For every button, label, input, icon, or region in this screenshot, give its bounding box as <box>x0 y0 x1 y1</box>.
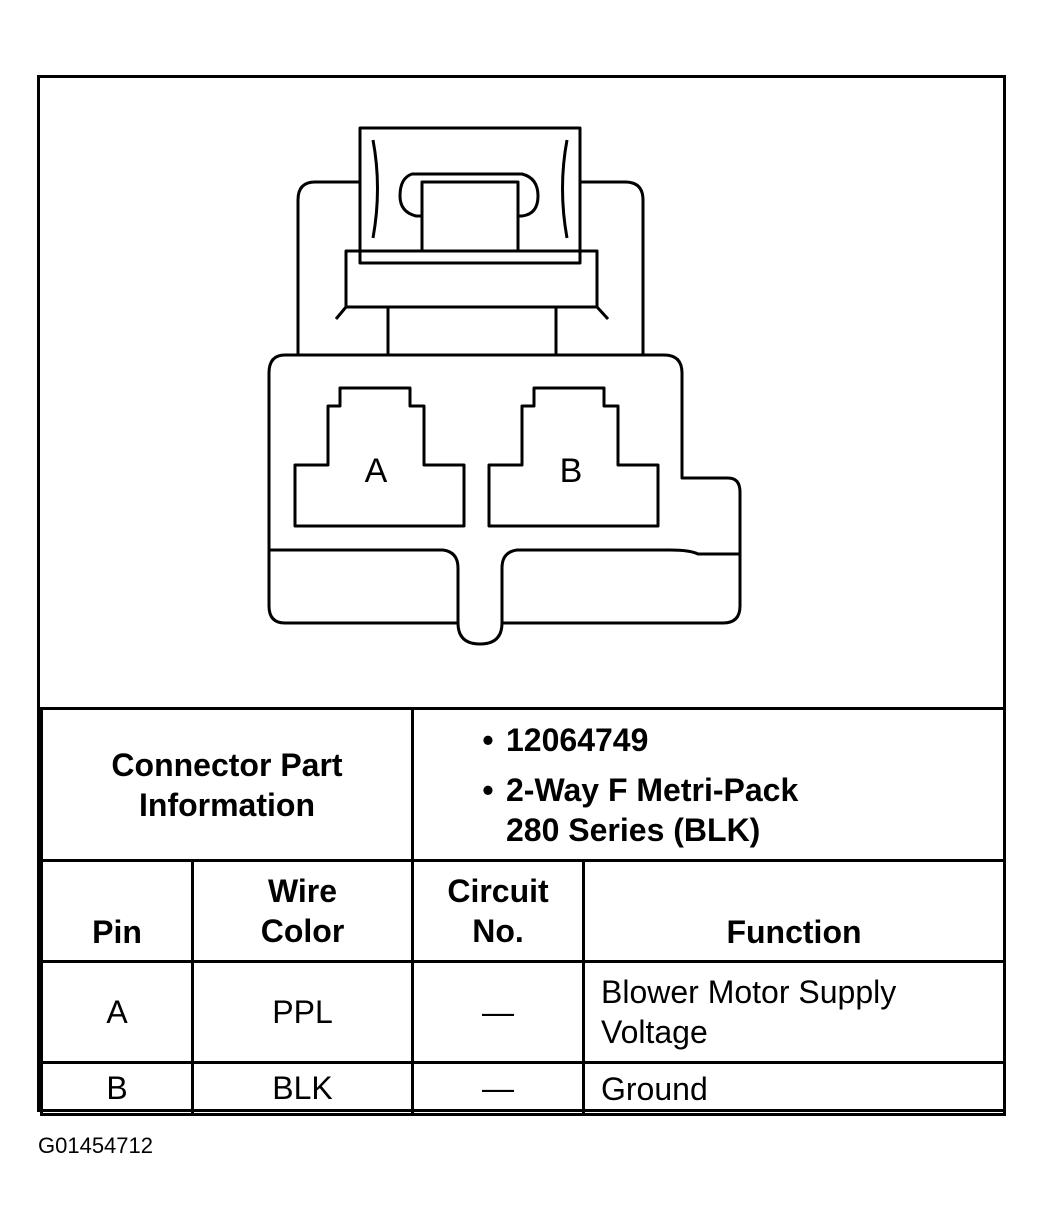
row-a-pin: A <box>40 960 194 1064</box>
row-a-circuit-no: — <box>411 960 585 1064</box>
connector-drawing: A B <box>267 126 742 646</box>
connector-collar <box>344 249 599 309</box>
left-housing <box>296 180 360 355</box>
row-a-wire-color: PPL <box>191 960 414 1064</box>
header-wire-color: Wire Color <box>191 859 414 963</box>
table-row: A PPL — Blower Motor Supply Voltage <box>40 960 1006 1064</box>
pin-label-a: A <box>365 452 388 490</box>
connector-figure-frame: A B Connector Part Information •12064749… <box>37 75 1006 1116</box>
latch-block <box>358 126 582 265</box>
connector-body <box>267 353 742 646</box>
connector-neck <box>386 307 558 355</box>
latch-side-curves <box>371 139 569 239</box>
header-function: Function <box>582 859 1006 963</box>
row-b-pin: B <box>40 1061 194 1116</box>
connector-info-table: Connector Part Information •12064749 •2-… <box>40 707 1006 1116</box>
part-info-row: Connector Part Information •12064749 •2-… <box>40 707 1006 862</box>
row-b-circuit-no: — <box>411 1061 585 1116</box>
right-housing <box>580 180 645 355</box>
part-info-values: •12064749 •2-Way F Metri-Pack 280 Series… <box>411 707 1006 862</box>
pin-label-b: B <box>560 452 583 490</box>
cavity-b <box>487 386 660 528</box>
header-circuit-no: Circuit No. <box>411 859 585 963</box>
body-lower-shelf <box>269 548 740 623</box>
row-b-wire-color: BLK <box>191 1061 414 1116</box>
table-row: B BLK — Ground <box>40 1061 1006 1116</box>
row-b-function: Ground <box>582 1061 1006 1116</box>
table-header-row: Pin Wire Color Circuit No. Function <box>40 859 1006 963</box>
figure-code: G01454712 <box>38 1133 153 1158</box>
part-number-bullet: •12064749 <box>482 722 649 758</box>
row-a-function: Blower Motor Supply Voltage <box>582 960 1006 1064</box>
connector-type-bullet: •2-Way F Metri-Pack 280 Series (BLK) <box>482 772 799 848</box>
part-info-label: Connector Part Information <box>40 707 414 862</box>
cavity-a <box>293 386 466 528</box>
header-pin: Pin <box>40 859 194 963</box>
